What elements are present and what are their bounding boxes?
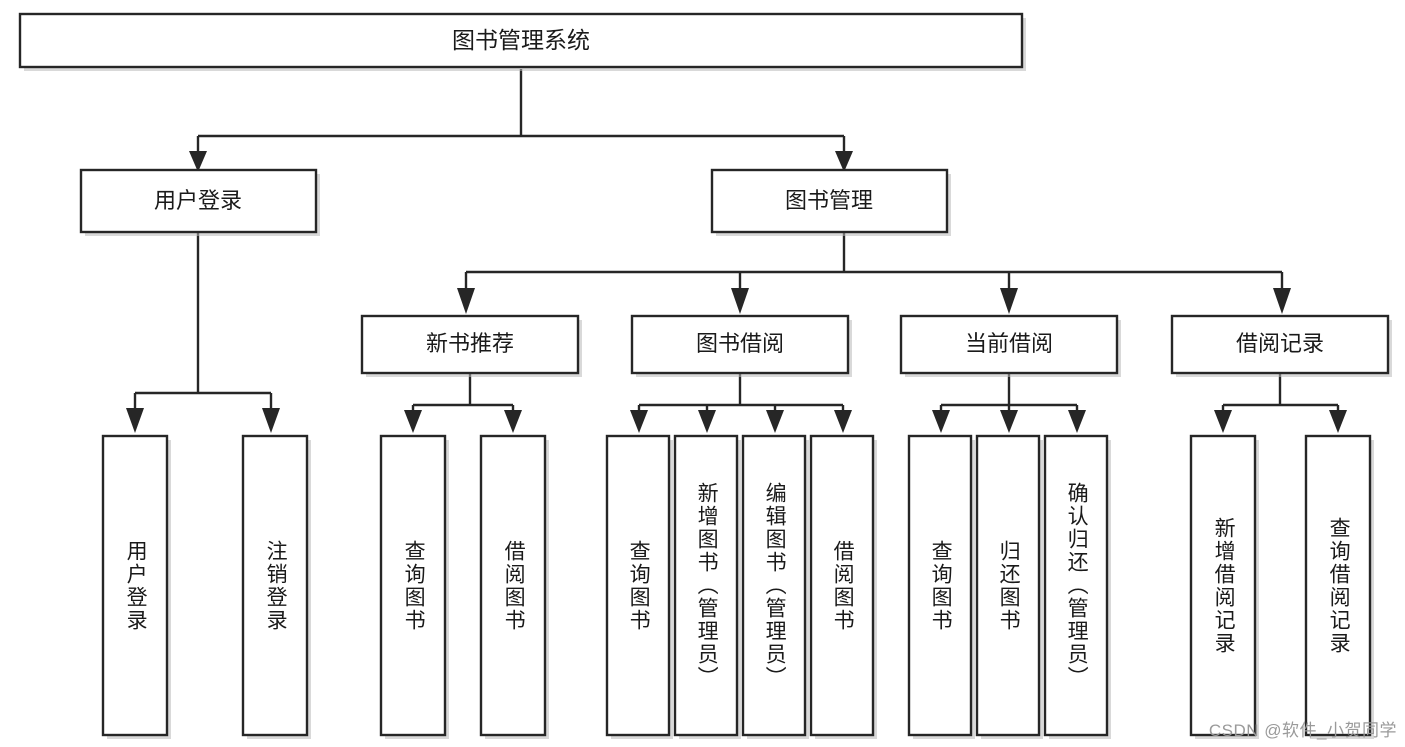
node-borrow-record[interactable]: 借阅记录 [1170,314,1392,377]
leaf-borrow-book-1[interactable] [479,434,549,739]
node-root-label: 图书管理系统 [452,27,590,53]
arrow-to-leaf-query-book-1 [404,410,422,433]
node-book-management[interactable]: 图书管理 [710,168,951,236]
arrow-to-leaf-borrow-book-1 [504,410,522,433]
leaf-add-record[interactable] [1189,434,1259,739]
arrow-to-leaf-add-book [698,410,716,433]
node-borrow-record-label: 借阅记录 [1236,331,1324,356]
leaf-borrow-book-2[interactable] [809,434,877,739]
arrow-to-leaf-return-book [1000,410,1018,433]
node-book-management-label: 图书管理 [785,188,873,213]
node-new-book-recommend[interactable]: 新书推荐 [360,314,582,377]
leaf-edit-book[interactable] [741,434,809,739]
leaf-query-book-3[interactable] [907,434,975,739]
nodes-layer: 图书管理系统 用户登录 图书管理 新书推荐 [18,12,1392,739]
arrow-to-leaf-query-record [1329,410,1347,433]
arrow-to-leaf-query-book-2 [630,410,648,433]
arrow-to-borrow-book [731,288,749,314]
node-book-borrow[interactable]: 图书借阅 [630,314,852,377]
arrow-to-book-mgmt [835,151,853,172]
arrow-to-new-book [457,288,475,314]
node-current-borrow[interactable]: 当前借阅 [899,314,1121,377]
arrow-to-leaf-confirm-return [1068,410,1086,433]
node-user-login-label: 用户登录 [154,188,242,213]
node-current-borrow-label: 当前借阅 [965,331,1053,356]
node-new-book-recommend-label: 新书推荐 [426,331,514,356]
arrow-to-leaf-user-login [126,408,144,433]
node-book-borrow-label: 图书借阅 [696,331,784,356]
node-root[interactable]: 图书管理系统 [18,12,1026,71]
arrow-to-leaf-edit-book [766,410,784,433]
leaf-user-login[interactable] [101,434,171,739]
leaf-add-book[interactable] [673,434,741,739]
arrow-to-leaf-query-book-3 [932,410,950,433]
leaf-return-book[interactable] [975,434,1043,739]
arrow-to-leaf-logout [262,408,280,433]
leaf-logout[interactable] [241,434,311,739]
leaf-query-book-2[interactable] [605,434,673,739]
arrow-to-current-borrow [1000,288,1018,314]
node-user-login[interactable]: 用户登录 [79,168,320,236]
leaf-query-book-1[interactable] [379,434,449,739]
leaf-confirm-return[interactable] [1043,434,1111,739]
arrow-to-leaf-borrow-book-2 [834,410,852,433]
arrow-to-leaf-add-record [1214,410,1232,433]
arrow-to-borrow-record [1273,288,1291,314]
leaf-query-record[interactable] [1304,434,1374,739]
csdn-watermark: CSDN @软件_小贺同学 [1208,721,1397,740]
connectors-layer [126,69,1347,433]
arrow-to-user-login [189,151,207,172]
